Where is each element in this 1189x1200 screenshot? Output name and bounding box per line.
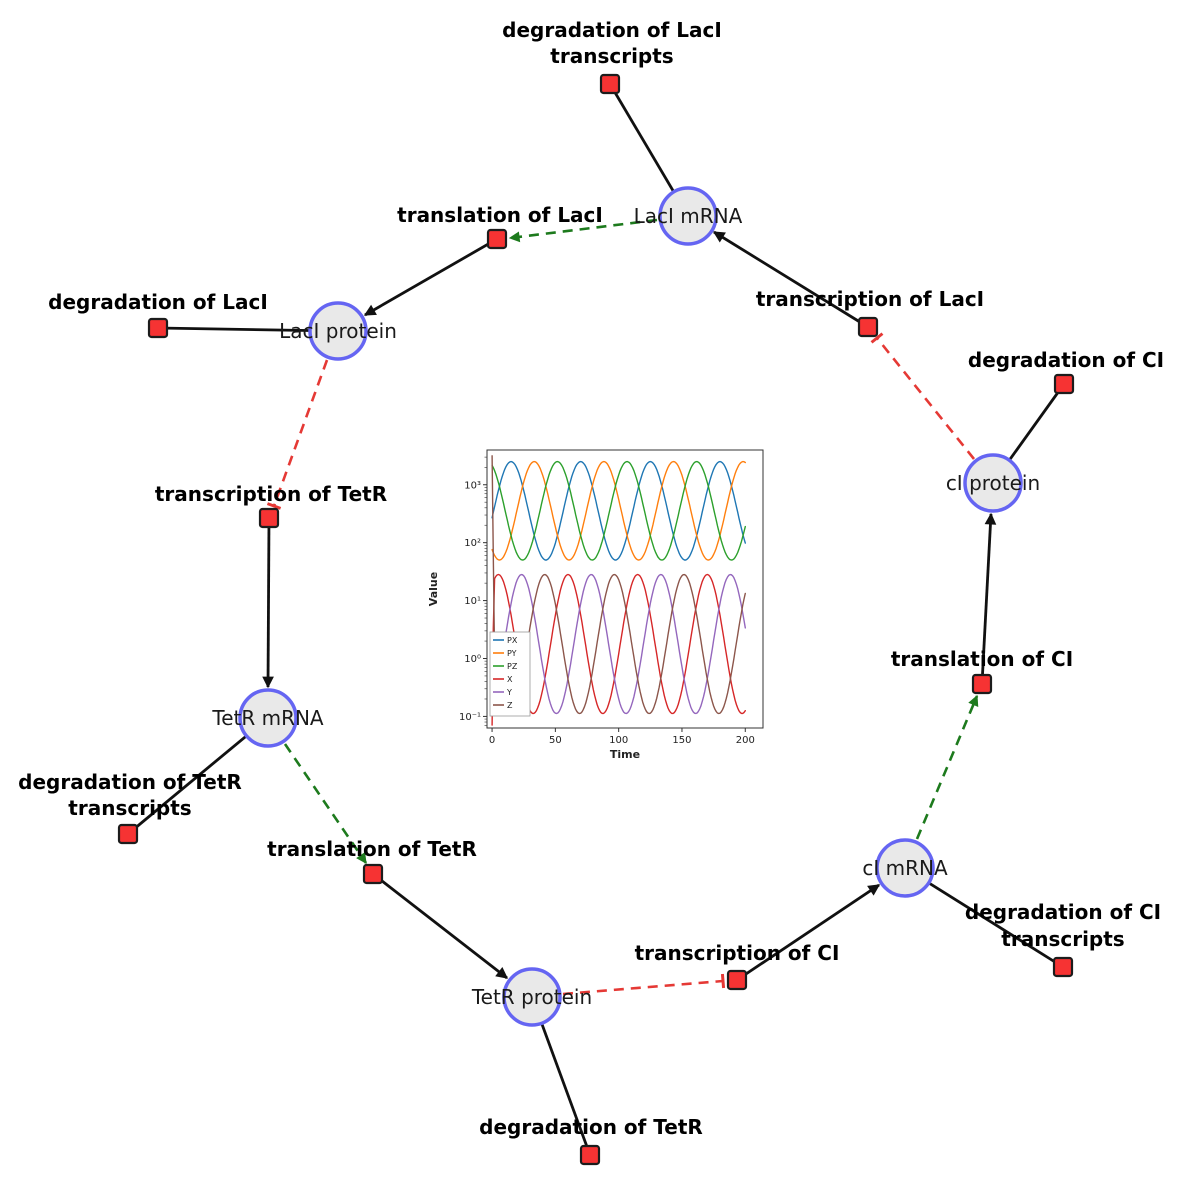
reaction-node-deg-laci	[147, 317, 169, 339]
species-label-ci-protein: cI protein	[946, 471, 1040, 495]
reaction-node-deg-tetr	[579, 1144, 601, 1166]
reaction-label-deg-ci: degradation of CI	[968, 348, 1164, 372]
x-tick-label: 50	[549, 735, 562, 746]
edge-transcription-tetr-to-tetrmrna	[262, 517, 274, 689]
reaction-node-translation-ci	[971, 673, 993, 695]
reaction-node-transcription-laci	[857, 316, 879, 338]
edge-cimrna-to-deg-ci-transcripts	[904, 866, 1064, 969]
reaction-label-deg-laci-transcripts-2: transcripts	[550, 44, 673, 68]
legend-label-PZ: PZ	[507, 662, 518, 671]
reaction-label-transcription-laci: transcription of LacI	[756, 287, 984, 311]
reaction-node-deg-ci	[1053, 373, 1075, 395]
edge-translation-laci-to-laciprotein	[363, 237, 498, 317]
x-tick-label: 150	[672, 735, 691, 746]
reaction-label-deg-tetr-transcripts-1: degradation of TetR	[18, 770, 242, 794]
series-line-X	[491, 573, 746, 726]
species-node-tetr-mrna	[238, 688, 298, 748]
legend-label-Z: Z	[507, 701, 513, 710]
edge-transcription-laci-to-lacimrna	[712, 230, 869, 329]
chart-legend	[489, 631, 531, 717]
chart-plot-area	[486, 449, 764, 729]
reaction-label-translation-laci: translation of LacI	[397, 203, 603, 227]
species-node-ci-protein	[963, 453, 1023, 513]
x-tick-label: 0	[489, 735, 495, 746]
species-label-laci-mrna: LacI mRNA	[634, 204, 743, 228]
reaction-label-translation-tetr: translation of TetR	[267, 837, 477, 861]
reaction-label-deg-tetr: degradation of TetR	[479, 1115, 703, 1139]
species-label-laci-protein: LacI protein	[279, 319, 397, 343]
species-node-tetr-protein	[502, 967, 562, 1027]
reaction-node-transcription-tetr	[258, 507, 280, 529]
edge-tetrmrna-activates-translation-tetr	[283, 743, 368, 864]
x-tick-label: 200	[736, 735, 755, 746]
series-line-PY	[491, 460, 746, 561]
reaction-label-transcription-ci: transcription of CI	[635, 941, 840, 965]
edge-cimrna-activates-translation-ci	[915, 694, 979, 840]
species-label-tetr-protein: TetR protein	[471, 985, 592, 1009]
edge-tetrprotein-inhibits-transcription-ci	[562, 973, 726, 996]
species-label-tetr-mrna: TetR mRNA	[211, 706, 324, 730]
edge-tetrmrna-to-deg-tetr-transcripts	[127, 716, 269, 836]
edge-translation-ci-to-ciprotein	[980, 512, 997, 685]
legend-label-PY: PY	[507, 649, 517, 658]
species-node-laci-mrna	[658, 186, 718, 246]
reaction-label-deg-tetr-transcripts-2: transcripts	[68, 796, 191, 820]
x-tick-label: 100	[609, 735, 628, 746]
reaction-node-transcription-ci	[726, 969, 748, 991]
reaction-node-translation-laci	[486, 228, 508, 250]
reaction-node-deg-laci-transcripts	[599, 73, 621, 95]
reaction-label-translation-ci: translation of CI	[891, 647, 1073, 671]
edge-laciprotein-inhibits-transcription-tetr	[266, 359, 329, 510]
y-tick-label: 10⁻¹	[459, 712, 481, 723]
legend-label-PX: PX	[507, 636, 518, 645]
y-tick-label: 10²	[464, 538, 481, 549]
y-tick-label: 10⁰	[464, 654, 481, 665]
y-tick-label: 10¹	[464, 596, 481, 607]
species-node-laci-protein	[308, 301, 368, 361]
reaction-node-translation-tetr	[362, 863, 384, 885]
y-axis-label: Value	[427, 572, 440, 606]
reaction-node-deg-ci-transcripts	[1052, 956, 1074, 978]
reaction-label-deg-laci: degradation of LacI	[48, 290, 268, 314]
reaction-label-deg-ci-transcripts-1: degradation of CI	[965, 900, 1161, 924]
reaction-node-deg-tetr-transcripts	[117, 823, 139, 845]
legend-label-Y: Y	[506, 688, 512, 697]
series-line-PZ	[491, 460, 746, 561]
reaction-label-transcription-tetr: transcription of TetR	[155, 482, 387, 506]
edge-laciprotein-to-deg-laci	[157, 326, 339, 333]
series-line-Y	[491, 573, 746, 715]
edge-translation-tetr-to-tetrprotein	[372, 872, 509, 980]
edge-transcription-ci-to-cimrna	[736, 883, 881, 982]
species-label-ci-mrna: cI mRNA	[862, 856, 948, 880]
edge-lacimrna-activates-translation-laci	[508, 218, 658, 243]
legend-label-X: X	[507, 675, 513, 684]
series-line-Z	[491, 455, 746, 715]
reaction-label-deg-laci-transcripts-1: degradation of LacI	[502, 18, 722, 42]
y-tick-label: 10³	[464, 480, 481, 491]
species-node-ci-mrna	[875, 838, 935, 898]
reaction-label-deg-ci-transcripts-2: transcripts	[1001, 927, 1124, 951]
x-axis-label: Time	[610, 748, 640, 761]
edge-ciprotein-inhibits-transcription-laci	[870, 332, 976, 460]
